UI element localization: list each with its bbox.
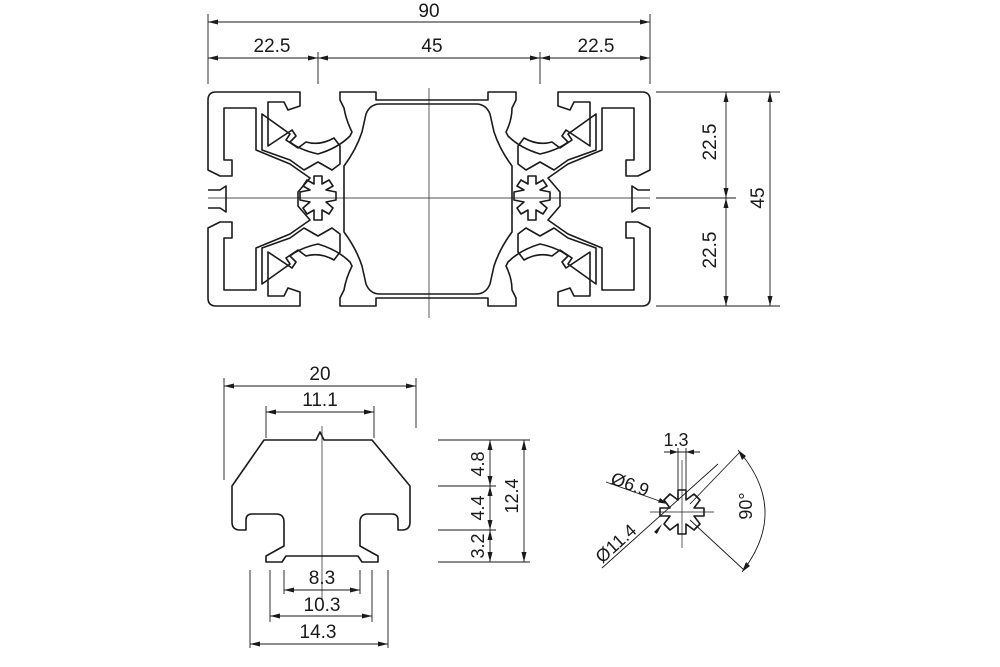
profile-outline <box>207 91 651 307</box>
core-angle-label: 90° <box>736 492 756 519</box>
right-upper-cell <box>517 113 597 171</box>
right-end-slot <box>631 185 650 213</box>
slot-height-middle-label: 4.4 <box>468 495 488 520</box>
profile-cross-section <box>207 88 651 318</box>
center-width-label: 45 <box>421 36 442 57</box>
slot-lip-label: 10.3 <box>304 595 341 616</box>
overall-width-label: 90 <box>418 1 439 22</box>
slot-top-width-label: 20 <box>309 364 330 385</box>
right-width-label: 22.5 <box>578 36 615 57</box>
angle-arc <box>737 449 766 573</box>
left-end-slot <box>208 185 227 213</box>
core-slot-width-label: 1.3 <box>663 430 688 450</box>
slot-opening-label: 8.3 <box>309 568 335 589</box>
core-inner-diameter-label: Ø6.9 <box>608 468 652 500</box>
core-star-outline <box>659 489 705 535</box>
slot-detail: 20 11.1 8.3 10.3 14.3 <box>223 364 530 648</box>
left-core-star <box>299 175 337 221</box>
slot-height-total-label: 12.4 <box>502 478 522 513</box>
right-core-star <box>513 175 551 221</box>
core-detail: 1.3 Ø6.9 Ø11.4 90° <box>592 430 766 573</box>
slot-base-label: 14.3 <box>300 622 337 643</box>
left-lower-cell <box>261 227 341 285</box>
upper-height-label: 22.5 <box>700 124 721 161</box>
overall-height-label: 45 <box>748 187 769 208</box>
slot-inner-width-label: 11.1 <box>302 390 338 411</box>
slot-outline <box>231 431 411 563</box>
center-cavity <box>343 103 513 295</box>
lower-height-label: 22.5 <box>700 232 721 269</box>
core-outer-diameter-label: Ø11.4 <box>592 520 641 567</box>
dim-partial-widths: 22.5 45 22.5 <box>208 36 650 84</box>
left-width-label: 22.5 <box>254 36 291 57</box>
slot-height-upper-label: 4.8 <box>468 451 488 476</box>
dim-heights: 22.5 22.5 45 <box>656 91 780 307</box>
dim-overall-width: 90 <box>207 1 651 84</box>
left-upper-cell <box>261 113 341 171</box>
slot-height-lower-label: 3.2 <box>468 533 488 558</box>
right-lower-cell <box>517 227 597 285</box>
